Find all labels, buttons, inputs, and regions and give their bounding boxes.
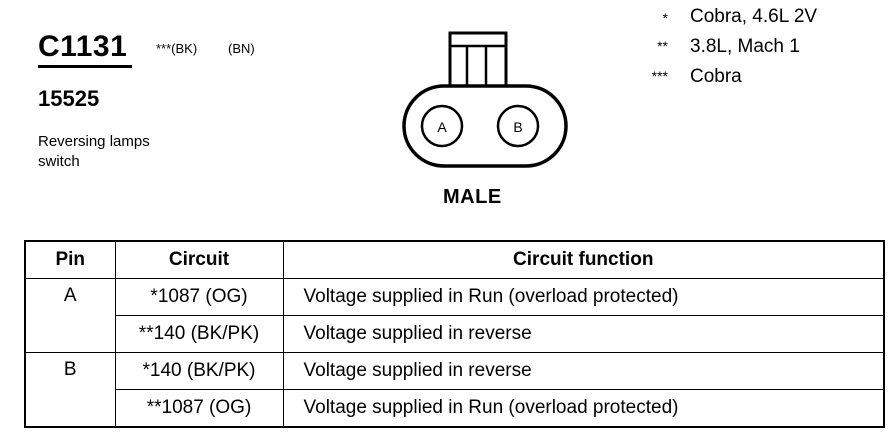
description-line-1: Reversing lamps xyxy=(38,133,150,150)
circuit-cell: **1087 (OG) xyxy=(114,389,284,428)
connector-id: C1131 xyxy=(38,30,128,63)
pin-circuit-table: Pin Circuit Circuit function A *1087 (OG… xyxy=(24,240,885,428)
connector-face-diagram: A B xyxy=(402,31,568,168)
table-header-row: Pin Circuit Circuit function xyxy=(24,240,885,279)
connector-latch xyxy=(448,31,508,90)
table-row: A *1087 (OG) Voltage supplied in Run (ov… xyxy=(24,278,885,353)
part-number: 15525 xyxy=(38,86,100,111)
terminal-b-label: B xyxy=(513,119,522,135)
terminal-a xyxy=(420,104,464,148)
color-note-bn: (BN) xyxy=(228,41,255,56)
connector-id-underline xyxy=(38,65,132,68)
function-cell: Voltage supplied in Run (overload protec… xyxy=(282,389,885,428)
header-circuit: Circuit xyxy=(114,240,284,279)
header-circuit-function: Circuit function xyxy=(282,240,885,279)
legend-text-3: Cobra xyxy=(690,66,742,87)
table-row: B *140 (BK/PK) Voltage supplied in rever… xyxy=(24,352,885,428)
legend-mark-1: * xyxy=(662,10,668,26)
pin-cell: B xyxy=(24,352,116,428)
description-line-2: switch xyxy=(38,153,80,170)
legend-mark-2: ** xyxy=(657,38,668,54)
legend-text-1: Cobra, 4.6L 2V xyxy=(690,6,818,27)
connector-gender-label: MALE xyxy=(443,186,502,208)
table-row: **140 (BK/PK) Voltage supplied in revers… xyxy=(25,315,885,353)
legend-mark-3: *** xyxy=(651,68,668,84)
circuit-cell: **140 (BK/PK) xyxy=(114,315,284,353)
circuit-cell: *140 (BK/PK) xyxy=(114,352,284,390)
color-note-bk: ***(BK) xyxy=(156,41,198,56)
header-pin: Pin xyxy=(24,240,116,279)
terminal-a-label: A xyxy=(437,119,447,135)
terminal-b xyxy=(496,104,540,148)
connector-description: Reversing lamps switch xyxy=(38,132,150,172)
table-row: **1087 (OG) Voltage supplied in Run (ove… xyxy=(25,389,885,428)
function-cell: Voltage supplied in reverse xyxy=(282,352,885,390)
function-cell: Voltage supplied in reverse xyxy=(282,315,885,353)
function-cell: Voltage supplied in Run (overload protec… xyxy=(282,278,885,316)
legend-text-2: 3.8L, Mach 1 xyxy=(690,36,800,57)
pin-cell: A xyxy=(24,278,116,353)
circuit-cell: *1087 (OG) xyxy=(114,278,284,316)
